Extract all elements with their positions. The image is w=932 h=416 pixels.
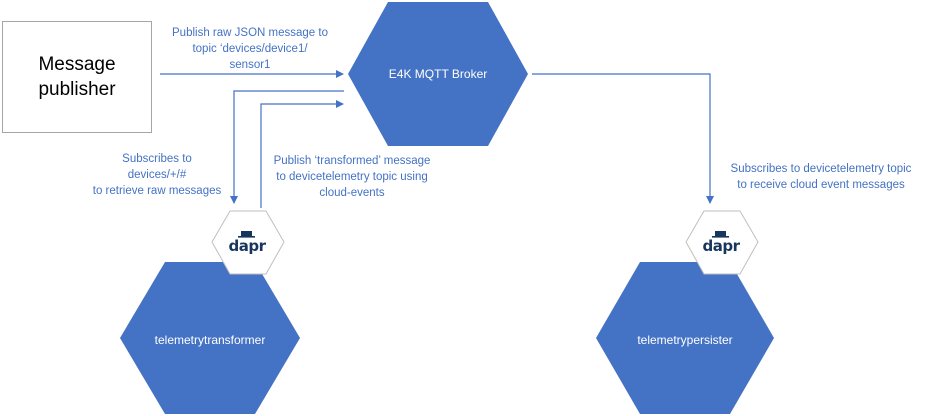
persister-sidecar-hexagon — [685, 210, 759, 275]
subscribe-telemetry-label: Subscribes to devicetelemetry topic to r… — [730, 163, 912, 191]
persister-hexagon — [596, 262, 774, 414]
message-publisher-label: Message publisher — [38, 54, 116, 100]
arrow-subscribe-telemetry — [532, 73, 714, 204]
message-publisher-box: Message publisher — [2, 21, 152, 133]
subscribe-raw-label: Subscribes to devices/+/# to retrieve ra… — [92, 153, 222, 197]
broker-label: E4K MQTT Broker — [388, 67, 488, 81]
dapr-hat-icon — [241, 231, 252, 236]
publish-transformed-label: Publish ‘transformed’ message to devicet… — [273, 155, 431, 199]
dapr-hat-icon — [715, 231, 726, 236]
arrow-subscribe-raw — [230, 90, 344, 204]
transformer-dapr-label: dapr — [228, 237, 267, 255]
transformer-sidecar-hexagon — [211, 210, 285, 275]
arrow-publish-transformed — [260, 100, 344, 208]
persister-label: telemetrypersister — [637, 333, 733, 347]
dapr-hat-icon — [712, 236, 729, 238]
transformer-hexagon — [120, 262, 300, 414]
broker-hexagon — [348, 2, 528, 146]
transformer-label: telemetrytransformer — [154, 333, 266, 347]
publish-raw-label: Publish raw JSON message to topic ‘devic… — [172, 27, 328, 71]
persister-dapr-label: dapr — [702, 237, 741, 255]
dapr-hat-icon — [238, 236, 255, 238]
